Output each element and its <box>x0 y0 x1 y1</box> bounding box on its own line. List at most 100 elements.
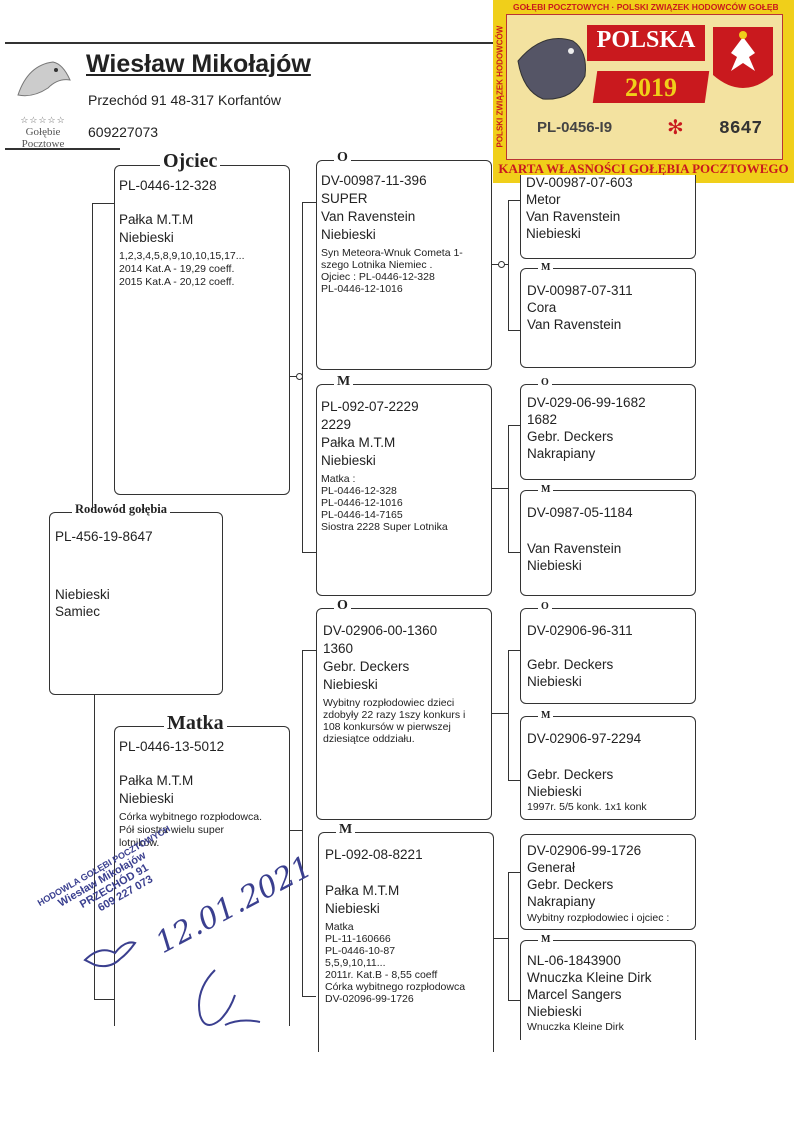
omm-ring: DV-0987-05-1184 <box>527 505 633 521</box>
connector <box>302 996 316 997</box>
oo-note-2: szego Lotnika Niemiec . <box>321 259 432 271</box>
moo-color: Niebieski <box>527 674 582 690</box>
mmm-note: Wnuczka Kleine Dirk <box>527 1021 624 1033</box>
mmo-color: Nakrapiany <box>527 894 595 910</box>
father-color: Niebieski <box>119 230 174 246</box>
pigeon-photo-icon <box>513 21 593 111</box>
connector <box>508 780 520 781</box>
card-inner: POLSKA 2019 PL-0456-I9 ✻ 8647 <box>506 14 783 160</box>
connector <box>302 552 316 553</box>
logo-text-1: Gołębie <box>8 126 78 138</box>
mom-ring: DV-02906-97-2294 <box>527 731 641 747</box>
mm-note-4: 5,5,9,10,11... <box>325 957 386 969</box>
mo-note-2: zdobyły 22 razy 1szy konkurs i <box>323 709 465 721</box>
connector <box>508 552 520 553</box>
connector <box>92 203 93 510</box>
mm-color: Niebieski <box>325 901 380 917</box>
om-color: Niebieski <box>321 453 376 469</box>
father-note-1: 1,2,3,4,5,8,9,10,10,15,17... <box>119 250 245 262</box>
connector <box>302 650 316 651</box>
mm-box: PL-092-08-8221 Pałka M.T.M Niebieski Mat… <box>318 832 494 1052</box>
card-top-text: GOŁĘBI POCZTOWYCH · POLSKI ZWIĄZEK HODOW… <box>513 2 778 12</box>
mm-note-5: 2011r. Kat.B - 8,55 coeff <box>325 969 437 981</box>
mmo-box: DV-02906-99-1726 Generał Gebr. Deckers N… <box>520 834 696 930</box>
mmm-box: NL-06-1843900 Wnuczka Kleine Dirk Marcel… <box>520 940 696 1040</box>
card-left-text: POLSKI ZWIĄZEK HODOWCÓW <box>496 18 505 148</box>
mm-breeder: Pałka M.T.M <box>325 883 399 899</box>
mm-label: M <box>336 822 355 838</box>
mother-ring: PL-0446-13-5012 <box>119 739 224 755</box>
mo-name: 1360 <box>323 641 353 657</box>
card-country: POLSKA <box>587 27 705 54</box>
oo-note-3: Ojciec : PL-0446-12-328 <box>321 271 435 283</box>
connector <box>290 830 302 831</box>
logo-stars: ☆☆☆☆☆ <box>8 115 78 126</box>
subject-sex: Samiec <box>55 604 100 620</box>
connector-dot <box>296 373 303 380</box>
ooo-breeder: Van Ravenstein <box>526 209 620 225</box>
connector <box>302 650 303 997</box>
om-box: PL-092-07-2229 2229 Pałka M.T.M Niebiesk… <box>316 384 492 596</box>
oom-box: DV-00987-07-311 Cora Van Ravenstein <box>520 268 696 368</box>
oom-ring: DV-00987-07-311 <box>527 283 633 299</box>
omm-color: Niebieski <box>527 558 582 574</box>
card-number: 8647 <box>719 119 762 139</box>
mom-color: Niebieski <box>527 784 582 800</box>
om-note-1: Matka : <box>321 473 355 485</box>
ooo-box: DV-00987-07-603 Metor Van Ravenstein Nie… <box>520 175 696 259</box>
breeder-phone: 609227073 <box>88 124 158 140</box>
mo-box: DV-02906-00-1360 1360 Gebr. Deckers Nieb… <box>316 608 492 820</box>
card-year: 2019 <box>595 73 707 103</box>
mo-note-3: 108 konkursów w pierwszej <box>323 721 451 733</box>
father-note-3: 2015 Kat.A - 20,12 coeff. <box>119 276 234 288</box>
mmm-label: M <box>538 934 553 945</box>
moo-box: DV-02906-96-311 Gebr. Deckers Niebieski <box>520 608 696 704</box>
oo-ring: DV-00987-11-396 <box>321 173 427 189</box>
mo-ring: DV-02906-00-1360 <box>323 623 437 639</box>
father-note-2: 2014 Kat.A - 19,29 coeff. <box>119 263 234 275</box>
snowflake-icon: ✻ <box>667 115 684 140</box>
mm-note-2: PL-11-160666 <box>325 933 391 945</box>
breeder-name: Wiesław Mikołajów <box>86 50 311 79</box>
mo-color: Niebieski <box>323 677 378 693</box>
connector <box>508 1000 520 1001</box>
mom-breeder: Gebr. Deckers <box>527 767 613 783</box>
connector <box>508 200 520 201</box>
omo-label: O <box>538 377 552 388</box>
omo-color: Nakrapiany <box>527 446 595 462</box>
omo-name: 1682 <box>527 412 557 428</box>
mm-note-1: Matka <box>325 921 354 933</box>
mmo-breeder: Gebr. Deckers <box>527 877 613 893</box>
mm-note-7: DV-02096-99-1726 <box>325 993 414 1005</box>
om-name: 2229 <box>321 417 351 433</box>
oom-label: M <box>538 262 553 273</box>
omm-breeder: Van Ravenstein <box>527 541 621 557</box>
father-ring: PL-0446-12-328 <box>119 178 217 194</box>
mo-note-1: Wybitny rozpłodowiec dzieci <box>323 697 454 709</box>
subject-ring: PL-456-19-8647 <box>55 529 153 545</box>
mother-breeder: Pałka M.T.M <box>119 773 193 789</box>
breeder-address: Przechód 91 48-317 Korfantów <box>88 92 281 108</box>
connector <box>508 872 509 1000</box>
mm-note-3: PL-0446-10-87 <box>325 945 395 957</box>
connector <box>508 650 520 651</box>
pigeon-logo-icon <box>8 50 78 110</box>
mmm-color: Niebieski <box>527 1004 582 1020</box>
mother-note-1: Córka wybitnego rozpłodowca. <box>119 811 262 823</box>
mmo-ring: DV-02906-99-1726 <box>527 843 641 859</box>
omm-label: M <box>538 484 553 495</box>
connector <box>494 938 508 939</box>
mmm-ring: NL-06-1843900 <box>527 953 621 969</box>
oo-box: DV-00987-11-396 SUPER Van Ravenstein Nie… <box>316 160 492 370</box>
rodowod-label: Rodowód gołębia <box>72 502 170 517</box>
mm-ring: PL-092-08-8221 <box>325 847 423 863</box>
oo-color: Niebieski <box>321 227 376 243</box>
omo-ring: DV-029-06-99-1682 <box>527 395 646 411</box>
connector-dot <box>498 261 505 268</box>
mom-label: M <box>538 710 553 721</box>
mo-label: O <box>334 598 351 614</box>
omo-breeder: Gebr. Deckers <box>527 429 613 445</box>
om-note-5: Siostra 2228 Super Lotnika <box>321 521 448 533</box>
mm-note-6: Córka wybitnego rozpłodowca <box>325 981 465 993</box>
omo-box: DV-029-06-99-1682 1682 Gebr. Deckers Nak… <box>520 384 696 480</box>
